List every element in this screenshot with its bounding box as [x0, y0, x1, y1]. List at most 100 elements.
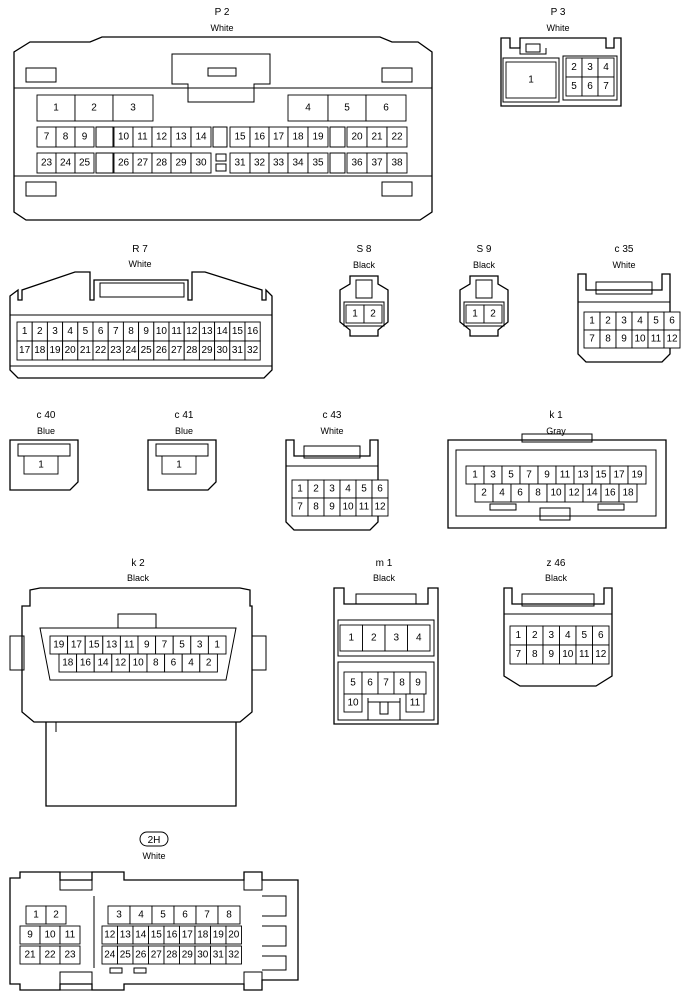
pin-label: 5: [581, 630, 587, 641]
connector-p2-pins: 1 2 3 4 5 6 7 8 9 10 11 12 13 14 15 16 1…: [36, 94, 408, 174]
pin-label: 16: [247, 326, 259, 337]
pin-cell: [217, 905, 241, 925]
pin-label: 10: [550, 488, 562, 499]
pin-cell: [59, 945, 81, 965]
pin-label: 2: [571, 62, 577, 73]
pin-label: 2: [481, 488, 487, 499]
pin-label: 9: [415, 678, 421, 689]
pin-label: 19: [53, 640, 65, 651]
connector-s9-housing: [459, 275, 509, 337]
pin-label: 11: [65, 930, 76, 941]
pin-label: 25: [120, 950, 132, 961]
pin-label: 12: [104, 930, 116, 941]
pin-label: 31: [232, 345, 244, 356]
connector-s9-name: S 9: [476, 244, 491, 255]
pin-label: 10: [118, 132, 130, 143]
pin-label: 13: [577, 470, 589, 481]
pin-label: 14: [195, 132, 207, 143]
pin-cell: [363, 304, 383, 324]
connector-z46-housing: [503, 587, 613, 687]
pin-label: 25: [79, 158, 91, 169]
connector-c43-housing: [285, 439, 379, 531]
pin-label: 3: [130, 103, 136, 114]
pin-label: 4: [67, 326, 73, 337]
pin-label: 12: [666, 334, 678, 345]
pin-label: 4: [345, 484, 351, 495]
pin-label: 2: [532, 630, 538, 641]
pin-label: 12: [115, 658, 127, 669]
pin-label: 30: [195, 158, 207, 169]
pin-label: 36: [351, 158, 363, 169]
pin-label: 7: [297, 502, 303, 513]
pin-label: 28: [186, 345, 198, 356]
pin-label: 7: [526, 470, 532, 481]
pin-label: 6: [587, 81, 593, 92]
pin-label: 1: [348, 633, 354, 644]
pin-label: 15: [151, 930, 163, 941]
pin-label: 20: [228, 930, 240, 941]
connector-c43-color: White: [320, 426, 343, 436]
pin-cell: [618, 483, 638, 503]
pin-cell: [386, 152, 408, 174]
connector-s9-color: Black: [473, 260, 496, 270]
pin-label: 7: [383, 678, 389, 689]
pin-label: 27: [151, 950, 163, 961]
pin-label: 24: [104, 950, 116, 961]
pin-label: 16: [254, 132, 266, 143]
pin-cell: [36, 94, 76, 122]
pin-cell: [307, 126, 329, 148]
pin-label: 7: [204, 910, 210, 921]
pin-label: 4: [499, 488, 505, 499]
pin-label: 1: [53, 103, 59, 114]
pin-cell: [365, 94, 407, 122]
pin-cell: [225, 925, 242, 945]
pin-label: 4: [416, 633, 422, 644]
pin-label: 13: [175, 132, 187, 143]
pin-label: 14: [586, 488, 598, 499]
pin-label: 1: [528, 75, 534, 86]
pin-label: 9: [621, 334, 627, 345]
connector-k1-name: k 1: [549, 410, 563, 421]
connector-p2: P 2 White 1 2 3 4 5 6 7 8 9 10 11 12 13 …: [13, 7, 433, 221]
pin-label: 17: [71, 640, 83, 651]
pin-label: 1: [176, 460, 182, 471]
pin-label: 38: [391, 158, 403, 169]
pin-label: 12: [374, 502, 386, 513]
connector-r7-latch: [99, 282, 185, 298]
pin-label: 1: [38, 460, 44, 471]
pin-label: 2: [53, 910, 59, 921]
pin-label: 1: [589, 316, 595, 327]
pin-label: 11: [410, 698, 421, 709]
pin-label: 1: [297, 484, 303, 495]
pin-label: 11: [579, 649, 590, 660]
pin-label: 11: [171, 326, 182, 337]
pin-cell: [307, 152, 329, 174]
pin-label: 31: [234, 158, 246, 169]
pin-label: 6: [98, 326, 104, 337]
pin-label: 5: [179, 640, 185, 651]
pin-label: 8: [399, 678, 405, 689]
pin-label: 24: [125, 345, 137, 356]
pin-label: 15: [88, 640, 100, 651]
connector-m1-pins: 1 2 3 4 5 6 7 8 9 10 11: [339, 624, 431, 713]
pin-label: 1: [22, 326, 28, 337]
connector-k1-color: Gray: [546, 426, 566, 436]
pin-label: 6: [367, 678, 373, 689]
pin-label: 3: [116, 910, 122, 921]
pin-label: 11: [560, 470, 571, 481]
connector-p3: P 3 White 1 2 3 4 5 6 7: [500, 7, 622, 107]
pin-label: 7: [603, 81, 609, 92]
pin-label: 19: [631, 470, 643, 481]
pin-label: 19: [49, 345, 61, 356]
pin-label: 29: [182, 950, 194, 961]
connector-s8-color: Black: [353, 260, 376, 270]
connector-c41-pins: 1: [161, 455, 197, 475]
pin-cell: [225, 945, 242, 965]
pin-label: 7: [44, 132, 50, 143]
pin-label: 10: [156, 326, 168, 337]
connector-s9-pins: 1 2: [465, 304, 503, 324]
pin-cell: [597, 76, 615, 97]
